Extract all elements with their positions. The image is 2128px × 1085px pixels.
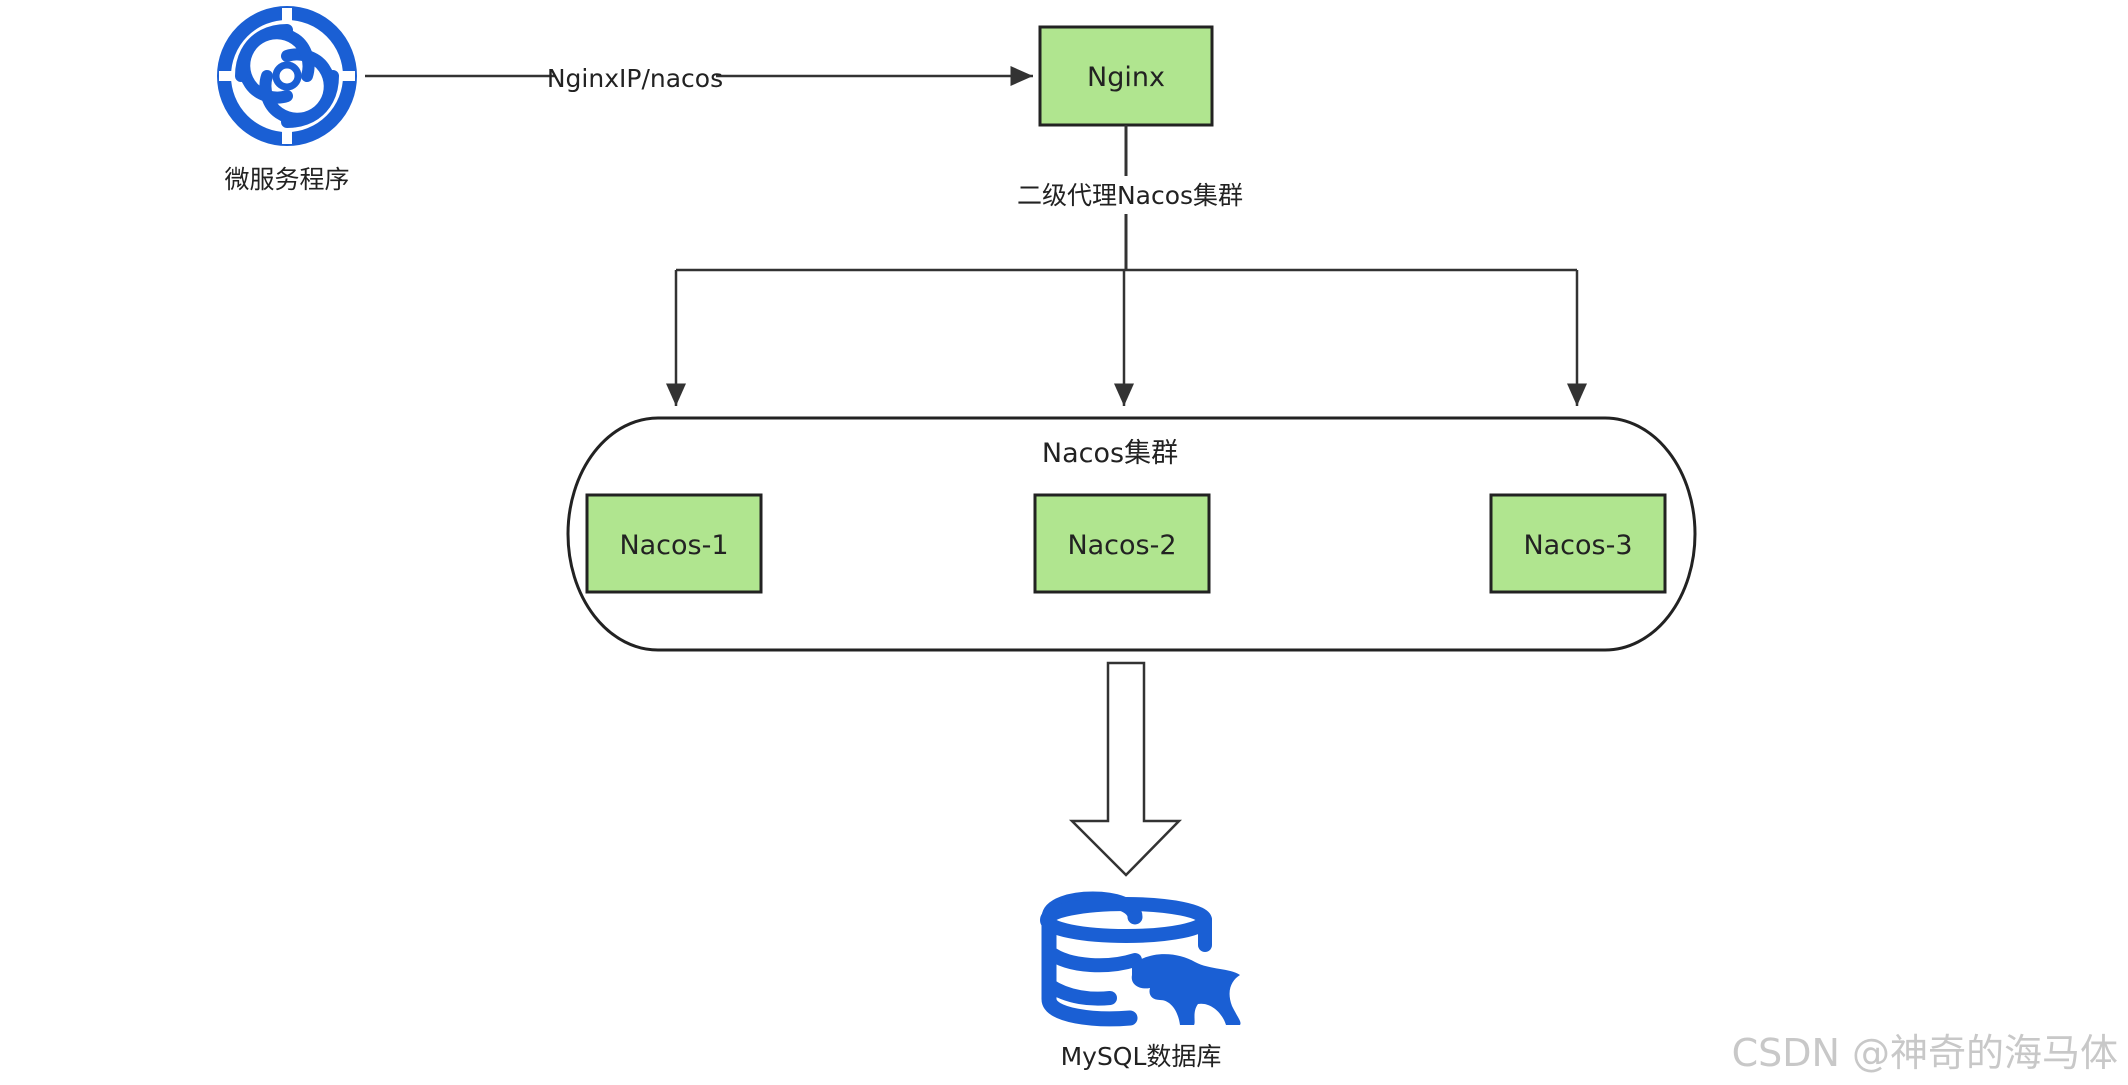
nginx-label: Nginx <box>1087 62 1165 93</box>
nacos-node: Nacos-3 <box>1489 493 1667 594</box>
microservice-swirl-icon <box>217 6 357 146</box>
edge-nginx-cluster-label: 二级代理Nacos集群 <box>1017 181 1243 210</box>
edge-nginx-to-cluster <box>666 125 1587 406</box>
nginx-node: Nginx <box>1038 25 1214 127</box>
cluster-to-database-arrow <box>1068 661 1182 877</box>
watermark: CSDN @神奇的海马体 <box>1732 1031 2118 1075</box>
nacos-node: Nacos-1 <box>585 493 763 594</box>
mysql-database-icon <box>1040 891 1241 1027</box>
nacos-node-label: Nacos-3 <box>1523 530 1632 561</box>
database-label: MySQL数据库 <box>1061 1042 1222 1071</box>
nacos-node-label: Nacos-2 <box>1067 530 1176 561</box>
cluster-title: Nacos集群 <box>1042 438 1178 469</box>
nacos-node: Nacos-2 <box>1033 493 1211 594</box>
nacos-node-label: Nacos-1 <box>619 530 728 561</box>
client-label: 微服务程序 <box>224 165 349 194</box>
edge-client-nginx-label: NginxIP/nacos <box>547 64 723 93</box>
